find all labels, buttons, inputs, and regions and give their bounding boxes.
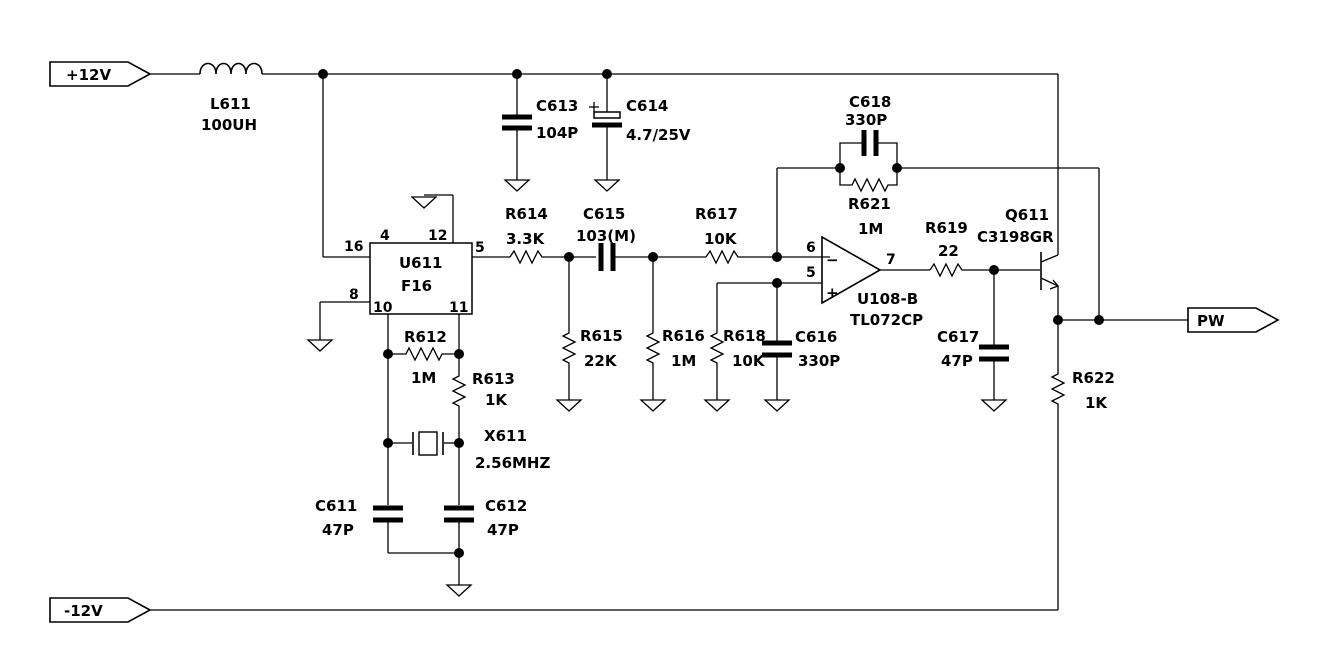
resistor-r618: R618 10K <box>703 283 766 412</box>
resistor-r615: R615 22K <box>555 257 623 412</box>
c615-value: 103(M) <box>576 227 636 245</box>
r619-ref: R619 <box>925 219 968 237</box>
c618-value: 330P <box>845 111 887 129</box>
c611-value: 47P <box>322 521 354 539</box>
vpos-rail <box>150 73 1059 255</box>
resistor-r622: R622 1K <box>1050 369 1115 610</box>
r621-ref: R621 <box>848 195 891 213</box>
opamp-u108b: − + 6 5 7 U108-B TL072CP <box>806 235 923 329</box>
u611-pin-8: 8 <box>349 287 359 303</box>
u611-pin-11: 11 <box>449 300 468 316</box>
capacitor-c611: C611 47P <box>315 497 403 553</box>
pw-output-port: PW <box>1187 307 1280 333</box>
c618-ref: C618 <box>849 93 891 111</box>
vneg-port: -12V <box>49 597 152 623</box>
opamp-pin-5: 5 <box>806 265 816 281</box>
resistor-r619: R619 22 <box>925 219 1040 278</box>
c617-ref: C617 <box>937 328 979 346</box>
c613-value: 104P <box>536 124 578 142</box>
capacitor-c613: C613 104P <box>502 74 578 192</box>
vpos-port: +12V <box>49 61 152 87</box>
capacitor-c612: C612 47P <box>444 497 527 585</box>
r612-value: 1M <box>411 369 436 387</box>
capacitor-c618: C618 330P <box>839 93 898 168</box>
c612-ref: C612 <box>485 497 527 515</box>
l611-ref: L611 <box>210 95 251 113</box>
pw-port-label: PW <box>1197 312 1225 330</box>
u611-ref: U611 <box>399 254 443 272</box>
r614-ref: R614 <box>505 205 548 223</box>
u611-pin-16: 16 <box>344 239 363 255</box>
vneg-port-label: -12V <box>64 602 103 620</box>
c613-ref: C613 <box>536 97 578 115</box>
r612-ref: R612 <box>404 328 447 346</box>
u611-pin-4: 4 <box>380 228 390 244</box>
vpos-port-label: +12V <box>66 66 111 84</box>
r621-value: 1M <box>858 220 883 238</box>
q611-ref: Q611 <box>1005 206 1049 224</box>
inductor-l611: L611 100UH <box>199 62 263 134</box>
resistor-r617: R617 10K <box>695 205 830 265</box>
r615-ref: R615 <box>580 327 623 345</box>
capacitor-c615: C615 103(M) <box>576 205 706 271</box>
l611-value: 100UH <box>201 116 257 134</box>
c616-value: 330P <box>798 352 840 370</box>
c616-ref: C616 <box>795 328 837 346</box>
transistor-q611: Q611 C3198GR <box>977 206 1060 290</box>
r622-value: 1K <box>1085 394 1108 412</box>
r613-value: 1K <box>485 391 508 409</box>
u611-pin-5: 5 <box>475 240 485 256</box>
r618-value: 10K <box>732 352 766 370</box>
capacitor-c617: C617 47P <box>937 270 1009 412</box>
r615-value: 22K <box>584 352 618 370</box>
resistor-r612: R612 1M <box>383 328 464 387</box>
r619-value: 22 <box>938 242 959 260</box>
u611-value: F16 <box>401 277 432 295</box>
ground-symbol <box>410 196 438 209</box>
x611-ref: X611 <box>484 427 527 445</box>
opamp-pin-6: 6 <box>806 240 816 256</box>
opamp-minus-sign: − <box>826 251 839 269</box>
capacitor-c616: C616 330P <box>762 283 840 412</box>
q611-value: C3198GR <box>977 228 1054 246</box>
c615-ref: C615 <box>583 205 625 223</box>
r622-ref: R622 <box>1072 369 1115 387</box>
r614-value: 3.3K <box>506 230 546 248</box>
x611-value: 2.56MHZ <box>475 454 550 472</box>
opamp-plus-sign: + <box>826 284 839 302</box>
resistor-r621: R621 1M <box>839 168 898 238</box>
c614-ref: C614 <box>626 97 668 115</box>
r618-ref: R618 <box>723 327 766 345</box>
junction-dot <box>454 548 464 558</box>
c617-value: 47P <box>941 352 973 370</box>
ic-u611: U611 F16 4 12 16 5 8 10 11 <box>344 228 485 316</box>
resistor-r613: R613 1K <box>451 370 515 443</box>
c611-ref: C611 <box>315 497 357 515</box>
u108b-ref: U108-B <box>857 290 918 308</box>
r616-ref: R616 <box>662 327 705 345</box>
resistor-r616: R616 1M <box>639 257 705 412</box>
ground-symbol <box>306 339 334 352</box>
u611-pin-10: 10 <box>373 300 393 316</box>
r617-ref: R617 <box>695 205 738 223</box>
u108b-value: TL072CP <box>850 311 923 329</box>
r617-value: 10K <box>704 230 738 248</box>
crystal-x611: X611 2.56MHZ <box>383 427 550 472</box>
c614-value: 4.7/25V <box>626 126 691 144</box>
u611-pin-12: 12 <box>428 228 447 244</box>
ground-symbol <box>445 584 473 597</box>
capacitor-c614: C614 4.7/25V <box>589 74 691 192</box>
r616-value: 1M <box>671 352 696 370</box>
opamp-pin-7: 7 <box>886 252 896 268</box>
c612-value: 47P <box>487 521 519 539</box>
r613-ref: R613 <box>472 370 515 388</box>
resistor-r614: R614 3.3K <box>505 205 596 265</box>
